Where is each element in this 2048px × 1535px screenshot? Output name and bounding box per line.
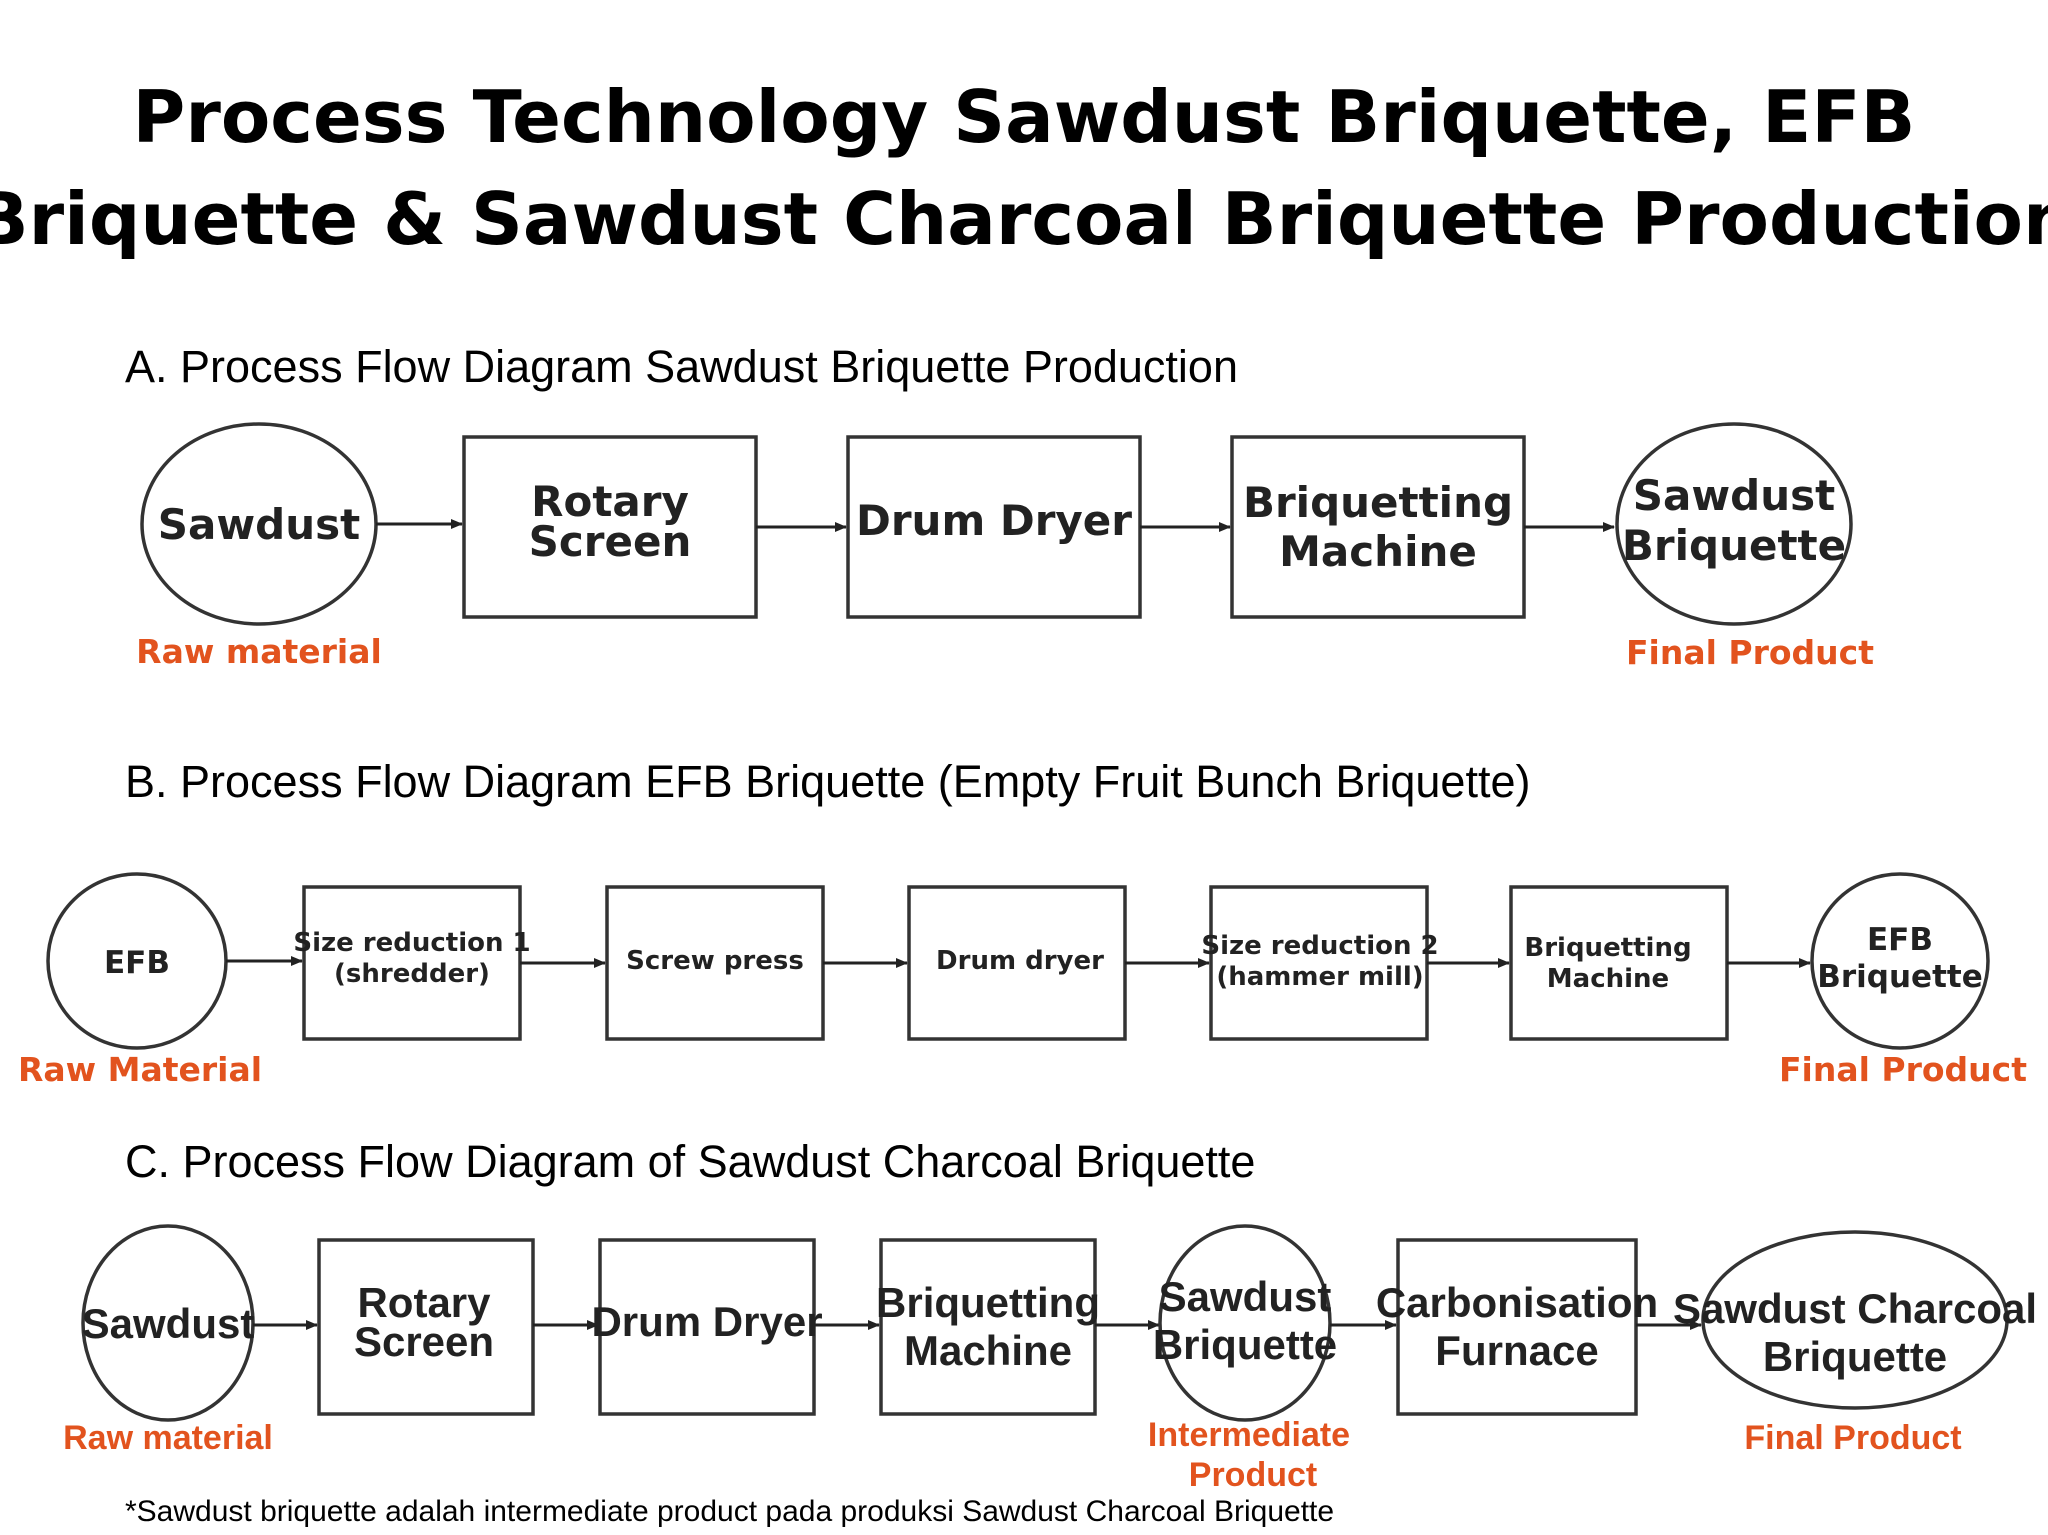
section-b-raw-material-tag: Raw Material xyxy=(18,1050,262,1089)
section-c-node-sawdust-label: Sawdust xyxy=(82,1300,255,1347)
section-c-node-sawdust-charcoal-briquette: Sawdust Charcoal Briquette xyxy=(1673,1230,2037,1410)
section-a-node-briquetting-machine: Briquetting Machine xyxy=(1230,435,1526,619)
section-b-node-size-reduction-1-label-2: (shredder) xyxy=(334,959,490,989)
section-a-node-rotary-screen-label-2: Screen xyxy=(529,517,692,566)
section-b-node-screw-press: Screw press xyxy=(605,885,825,1041)
section-a-node-sawdust-label: Sawdust xyxy=(158,500,360,549)
section-a-node-sawdust-briquette-label-1: Sawdust xyxy=(1633,471,1835,520)
section-b-node-briquetting-machine-label-1: Briquetting xyxy=(1524,933,1691,963)
section-c-node-briquetting-machine: Briquetting Machine xyxy=(876,1238,1100,1416)
section-a-node-briquetting-machine-label-1: Briquetting xyxy=(1243,478,1513,527)
section-c-node-drum-dryer: Drum Dryer xyxy=(591,1238,823,1416)
section-c-node-carbonisation-furnace-label-2: Furnace xyxy=(1435,1327,1598,1374)
section-c-intermediate-product-tag-line-1: Intermediate xyxy=(1148,1416,1350,1454)
section-c-heading: C. Process Flow Diagram of Sawdust Charc… xyxy=(125,1136,1255,1187)
section-c-node-sawdust-briquette-label-2: Briquette xyxy=(1153,1321,1337,1368)
section-b-node-efb: EFB xyxy=(46,872,228,1050)
section-b-node-efb-label: EFB xyxy=(104,945,170,981)
section-c-node-sawdust-charcoal-briquette-label-1: Sawdust Charcoal xyxy=(1673,1285,2037,1332)
section-c-node-sawdust: Sawdust xyxy=(81,1224,255,1422)
section-a-node-sawdust-briquette-label-2: Briquette xyxy=(1622,521,1846,570)
section-b-node-efb-briquette-label-2: Briquette xyxy=(1817,959,1983,995)
section-a-node-rotary-screen: Rotary Screen xyxy=(462,435,758,619)
section-a-node-drum-dryer: Drum Dryer xyxy=(846,435,1142,619)
section-b-node-briquetting-machine: Briquetting Machine xyxy=(1509,885,1729,1041)
section-b: B. Process Flow Diagram EFB Briquette (E… xyxy=(18,756,2027,1089)
section-c-node-briquetting-machine-label-1: Briquetting xyxy=(876,1279,1100,1326)
section-c-node-drum-dryer-label: Drum Dryer xyxy=(591,1298,822,1345)
section-a-raw-material-tag: Raw material xyxy=(136,632,382,671)
section-a-node-rotary-screen-label-1: Rotary xyxy=(531,477,689,526)
section-b-node-size-reduction-1: Size reduction 1 (shredder) xyxy=(293,885,531,1041)
page-title-line-2: Briquette & Sawdust Charcoal Briquette P… xyxy=(0,177,2048,261)
section-a-heading: A. Process Flow Diagram Sawdust Briquett… xyxy=(125,341,1238,392)
section-a-final-product-tag: Final Product xyxy=(1626,633,1874,672)
section-b-heading: B. Process Flow Diagram EFB Briquette (E… xyxy=(125,756,1530,807)
section-b-node-size-reduction-2: Size reduction 2 (hammer mill) xyxy=(1201,885,1439,1041)
section-c-node-carbonisation-furnace-label-1: Carbonisation xyxy=(1376,1279,1658,1326)
section-b-node-efb-briquette: EFB Briquette xyxy=(1810,872,1990,1050)
section-c-node-rotary-screen-label-2: Screen xyxy=(354,1318,494,1365)
page-title-line-1: Process Technology Sawdust Briquette, EF… xyxy=(133,75,1916,159)
section-b-final-product-tag: Final Product xyxy=(1779,1050,2027,1089)
footnote: *Sawdust briquette adalah intermediate p… xyxy=(125,1495,1334,1528)
section-b-node-drum-dryer: Drum dryer xyxy=(907,885,1127,1041)
section-a-node-drum-dryer-label: Drum Dryer xyxy=(856,496,1132,545)
section-c-intermediate-product-tag-line-2: Product xyxy=(1189,1456,1317,1494)
section-b-node-efb-briquette-label-1: EFB xyxy=(1867,922,1933,958)
section-c-node-briquetting-machine-label-2: Machine xyxy=(904,1327,1072,1374)
section-b-node-drum-dryer-label: Drum dryer xyxy=(936,946,1104,976)
section-a-node-briquetting-machine-label-2: Machine xyxy=(1279,527,1477,576)
section-c-node-rotary-screen: Rotary Screen xyxy=(317,1238,535,1416)
section-b-node-briquetting-machine-label-2: Machine xyxy=(1547,964,1669,994)
section-c-raw-material-tag: Raw material xyxy=(63,1419,273,1457)
section-a-node-sawdust: Sawdust xyxy=(140,422,378,626)
section-b-node-size-reduction-2-label-2: (hammer mill) xyxy=(1216,962,1423,992)
section-c-final-product-tag: Final Product xyxy=(1744,1419,1961,1457)
section-b-node-size-reduction-2-label-1: Size reduction 2 xyxy=(1201,931,1438,961)
section-b-node-screw-press-label: Screw press xyxy=(626,946,804,976)
section-a: A. Process Flow Diagram Sawdust Briquett… xyxy=(125,341,1874,672)
section-c-node-sawdust-charcoal-briquette-label-2: Briquette xyxy=(1763,1333,1947,1380)
section-c-node-carbonisation-furnace: Carbonisation Furnace xyxy=(1376,1238,1658,1416)
section-c-node-rotary-screen-label-1: Rotary xyxy=(357,1279,491,1326)
section-a-node-sawdust-briquette: Sawdust Briquette xyxy=(1615,422,1853,626)
section-b-node-size-reduction-1-label-1: Size reduction 1 xyxy=(293,928,530,958)
section-c-node-sawdust-briquette: Sawdust Briquette xyxy=(1153,1224,1337,1422)
section-c: C. Process Flow Diagram of Sawdust Charc… xyxy=(63,1136,2037,1494)
section-c-node-sawdust-briquette-label-1: Sawdust xyxy=(1159,1273,1332,1320)
